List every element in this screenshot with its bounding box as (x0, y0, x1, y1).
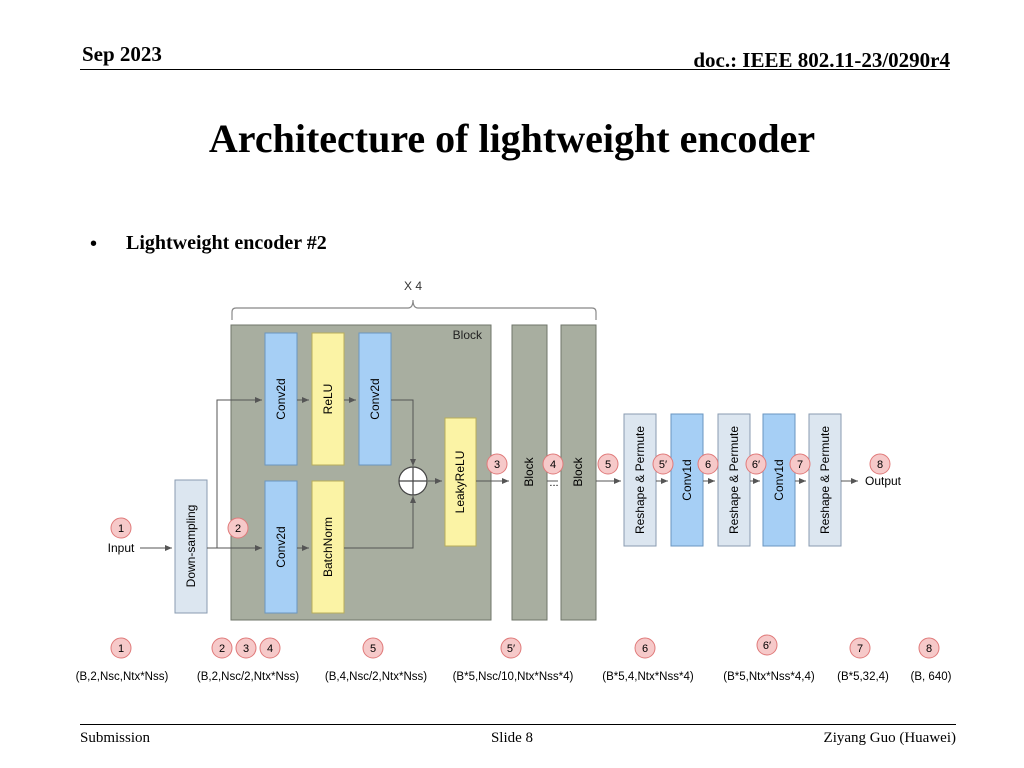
legend-marker-7: 7 (849, 637, 871, 659)
svg-text:3: 3 (494, 459, 500, 471)
marker-6-prime: 6′ (745, 453, 767, 475)
legend-marker-6-prime: 6′ (756, 634, 778, 656)
conv1d-2-layer (762, 413, 796, 547)
block-label: Block (453, 328, 483, 342)
block-3 (560, 324, 597, 621)
svg-text:8: 8 (877, 459, 883, 471)
conv2d-bottom-layer (264, 480, 298, 614)
svg-text:6: 6 (705, 459, 711, 471)
marker-6: 6 (697, 453, 719, 475)
reshape-permute-2-layer (717, 413, 751, 547)
conv1d-1-label: Conv1d (680, 459, 694, 500)
bullet-text: Lightweight encoder #2 (126, 232, 327, 254)
downsampling-layer (174, 479, 208, 614)
marker-1: 1 (110, 517, 132, 539)
footer-slide-number: Slide 8 (490, 730, 534, 746)
relu-label: ReLU (321, 384, 335, 415)
legend-shape-6: (B*5,4,Ntx*Nss*4) (602, 671, 694, 683)
conv2d-top-2-layer (358, 332, 392, 466)
svg-text:5: 5 (605, 459, 611, 471)
conv2d-top-1-layer (264, 332, 298, 466)
legend-marker-8: 8 (918, 637, 940, 659)
reshape-permute-2-label: Reshape & Permute (727, 426, 741, 534)
legend-shape-6-prime: (B*5,Ntx*Nss*4,4) (723, 671, 815, 683)
footer-divider (80, 724, 956, 725)
marker-3: 3 (486, 453, 508, 475)
header-date: Sep 2023 (82, 42, 162, 66)
svg-text:3: 3 (243, 643, 249, 655)
svg-text:5: 5 (370, 643, 376, 655)
marker-4: 4 (542, 453, 564, 475)
legend-marker-5-prime: 5′ (500, 637, 522, 659)
conv2d-bottom-label: Conv2d (274, 526, 288, 567)
conv1d-1-layer (670, 413, 704, 547)
marker-5: 5 (597, 453, 619, 475)
footer-submission: Submission (80, 730, 151, 746)
header-doc-id: doc.: IEEE 802.11-23/0290r4 (693, 48, 950, 72)
slide-title: Architecture of lightweight encoder (208, 116, 816, 161)
marker-2: 2 (227, 517, 249, 539)
svg-text:2: 2 (235, 523, 241, 535)
reshape-permute-1-layer (623, 413, 657, 547)
svg-text:7: 7 (857, 643, 863, 655)
marker-7: 7 (789, 453, 811, 475)
svg-text:6′: 6′ (763, 640, 771, 652)
block-2-label: Block (522, 456, 536, 486)
svg-text:2: 2 (219, 643, 225, 655)
repeat-label: X 4 (404, 279, 422, 293)
block-3-label: Block (571, 456, 585, 486)
reshape-permute-3-label: Reshape & Permute (818, 426, 832, 534)
svg-text:1: 1 (118, 523, 124, 535)
leakyrelu-layer (444, 417, 477, 547)
downsampling-label: Down-sampling (184, 505, 198, 588)
legend-marker-6: 6 (634, 637, 656, 659)
svg-text:6: 6 (642, 643, 648, 655)
legend-shape-7: (B*5,32,4) (837, 671, 889, 683)
header-divider (80, 69, 950, 70)
svg-text:8: 8 (926, 643, 932, 655)
reshape-permute-3-layer (808, 413, 842, 547)
relu-layer (311, 332, 345, 466)
svg-text:5′: 5′ (659, 459, 667, 471)
conv1d-2-label: Conv1d (772, 459, 786, 500)
legend-shape-2-3-4: (B,2,Nsc/2,Ntx*Nss) (197, 671, 299, 683)
repeat-bracket (231, 299, 597, 320)
connections (140, 397, 858, 551)
reshape-permute-1-label: Reshape & Permute (633, 426, 647, 534)
batchnorm-layer (311, 480, 345, 614)
marker-5-prime: 5′ (652, 453, 674, 475)
batchnorm-label: BatchNorm (321, 517, 335, 577)
conv2d-top-2-label: Conv2d (368, 378, 382, 419)
legend-marker-4: 4 (259, 637, 281, 659)
legend-shape-5: (B,4,Nsc/2,Ntx*Nss) (325, 671, 427, 683)
leakyrelu-label: LeakyReLU (453, 451, 467, 514)
conv2d-top-1-label: Conv2d (274, 378, 288, 419)
svg-text:6′: 6′ (752, 459, 760, 471)
legend-marker-1: 1 (110, 637, 132, 659)
legend-marker-3: 3 (235, 637, 257, 659)
svg-text:1: 1 (118, 643, 124, 655)
ellipsis: ... (549, 477, 558, 489)
svg-text:5′: 5′ (507, 643, 515, 655)
legend-shape-1: (B,2,Nsc,Ntx*Nss) (76, 671, 169, 683)
legend-shape-8: (B, 640) (911, 671, 952, 683)
bullet-dot: • (90, 233, 98, 255)
svg-text:4: 4 (267, 643, 273, 655)
legend-marker-2: 2 (211, 637, 233, 659)
legend-marker-5: 5 (362, 637, 384, 659)
svg-text:4: 4 (550, 459, 556, 471)
footer-author: Ziyang Guo (Huawei) (823, 730, 956, 746)
svg-text:7: 7 (797, 459, 803, 471)
marker-8: 8 (869, 453, 891, 475)
sum-icon (398, 466, 428, 496)
output-label: Output (865, 474, 902, 488)
input-label: Input (108, 541, 135, 555)
legend-shape-5-prime: (B*5,Nsc/10,Ntx*Nss*4) (453, 671, 574, 683)
